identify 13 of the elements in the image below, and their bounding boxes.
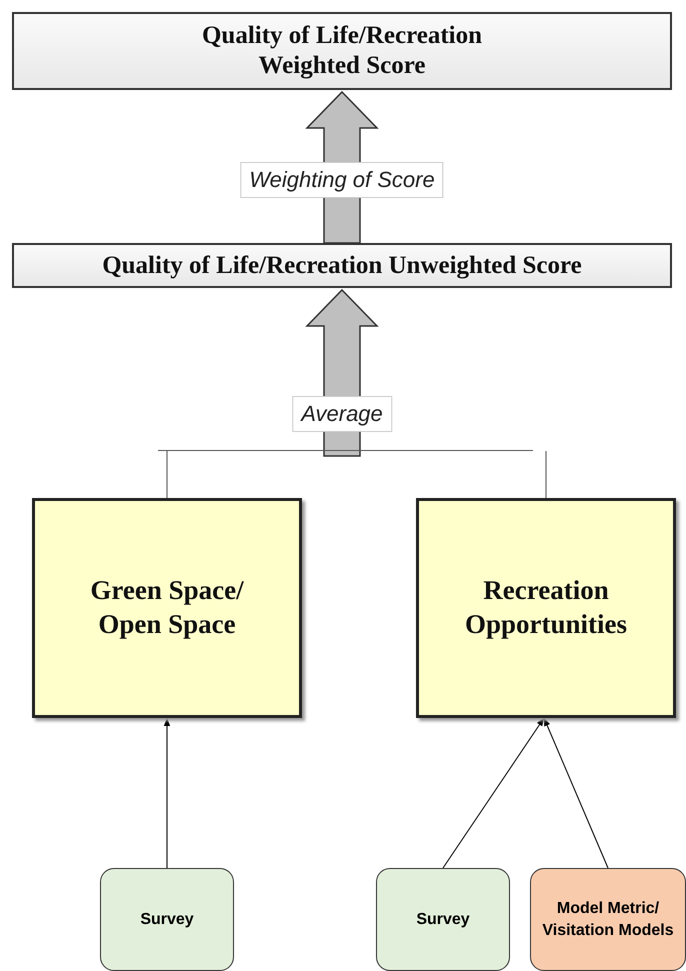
arrow bbox=[442, 718, 544, 868]
score-box: Quality of Life/Recreation Unweighted Score bbox=[12, 243, 672, 288]
score-box: Quality of Life/Recreation Weighted Score bbox=[12, 12, 672, 90]
category-box: Recreation Opportunities bbox=[416, 498, 676, 718]
source-box: Survey bbox=[376, 868, 510, 971]
connector-line bbox=[166, 450, 168, 498]
source-box: Survey bbox=[100, 868, 234, 971]
arrow bbox=[544, 718, 608, 868]
arrow bbox=[164, 718, 170, 868]
category-box: Green Space/ Open Space bbox=[32, 498, 302, 718]
edge-label: Average bbox=[292, 396, 392, 432]
edge-label: Weighting of Score bbox=[240, 162, 444, 198]
source-box: Model Metric/ Visitation Models bbox=[530, 868, 686, 971]
